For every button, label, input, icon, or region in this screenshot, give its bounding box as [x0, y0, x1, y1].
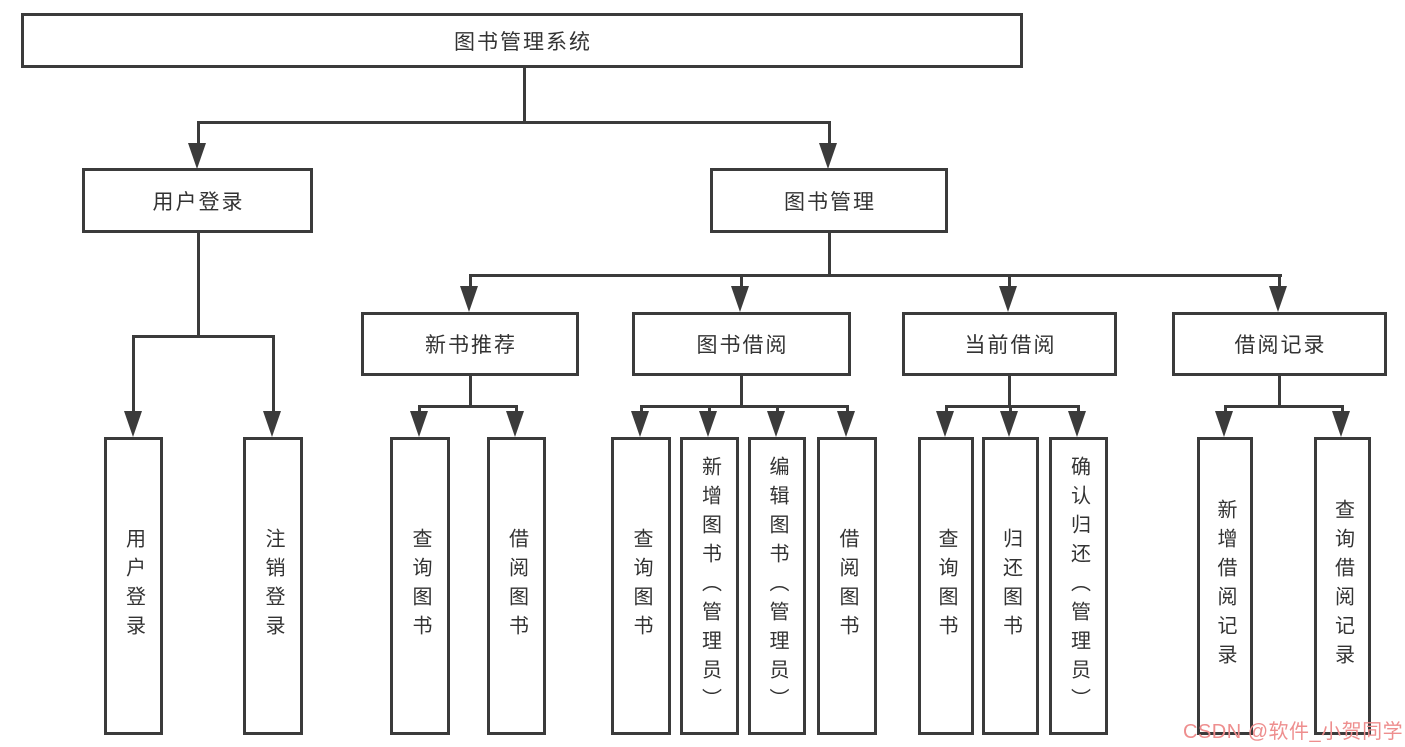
edge — [828, 233, 831, 277]
edge — [469, 274, 472, 288]
node-book-borrow-label: 图书借阅 — [696, 334, 789, 357]
node-user-login-label: 用户登录 — [152, 190, 245, 214]
leaf-query-borrow-record-label: 查询借阅记录 — [1331, 499, 1354, 673]
arrowhead-down-icon — [731, 286, 749, 312]
leaf-confirm-return-admin-label: 确认归还（管理员） — [1067, 455, 1090, 717]
arrowhead-down-icon — [699, 411, 717, 437]
leaf-query-books-current-label: 查询图书 — [935, 528, 957, 644]
leaf-confirm-return-admin: 确认归还（管理员） — [1049, 437, 1108, 735]
edge — [776, 405, 779, 413]
node-user-login: 用户登录 — [82, 168, 313, 233]
arrowhead-down-icon — [819, 143, 837, 169]
node-borrow-records: 借阅记录 — [1172, 312, 1387, 376]
node-root: 图书管理系统 — [21, 13, 1023, 68]
edge — [1224, 405, 1227, 413]
leaf-query-books-borrow: 查询图书 — [611, 437, 671, 735]
edge — [1278, 274, 1281, 288]
arrowhead-down-icon — [506, 411, 524, 437]
node-new-book-recommend-label: 新书推荐 — [425, 334, 517, 357]
arrowhead-down-icon — [410, 411, 428, 437]
arrowhead-down-icon — [460, 286, 478, 312]
edge — [1278, 376, 1281, 408]
edge — [846, 405, 849, 413]
edge — [272, 335, 275, 415]
edge — [1008, 274, 1011, 288]
leaf-query-borrow-record: 查询借阅记录 — [1314, 437, 1371, 735]
node-root-label: 图书管理系统 — [454, 30, 592, 54]
arrowhead-down-icon — [631, 411, 649, 437]
leaf-query-books-recommend-label: 查询图书 — [409, 528, 431, 644]
edge — [945, 405, 948, 413]
arrowhead-down-icon — [936, 411, 954, 437]
arrowhead-down-icon — [999, 286, 1017, 312]
edge — [418, 405, 518, 408]
arrowhead-down-icon — [837, 411, 855, 437]
edge — [418, 405, 421, 413]
leaf-edit-books-admin: 编辑图书（管理员） — [748, 437, 806, 735]
arrowhead-down-icon — [263, 411, 281, 437]
arrowhead-down-icon — [1332, 411, 1350, 437]
edge — [1224, 405, 1343, 408]
leaf-query-books-recommend: 查询图书 — [390, 437, 450, 735]
node-new-book-recommend: 新书推荐 — [361, 312, 579, 376]
edge — [197, 121, 200, 145]
leaf-return-books: 归还图书 — [982, 437, 1039, 735]
edge — [469, 274, 1282, 277]
edge — [708, 405, 711, 413]
arrowhead-down-icon — [1000, 411, 1018, 437]
node-book-management: 图书管理 — [710, 168, 948, 233]
edge — [1341, 405, 1344, 413]
leaf-add-books-admin: 新增图书（管理员） — [680, 437, 739, 735]
edge — [132, 335, 135, 415]
edge — [469, 376, 472, 408]
edge — [515, 405, 518, 413]
node-borrow-records-label: 借阅记录 — [1234, 334, 1327, 357]
edge — [197, 233, 200, 338]
edge — [132, 335, 275, 338]
edge — [197, 121, 831, 124]
leaf-borrow-books-label: 借阅图书 — [836, 528, 858, 644]
leaf-borrow-books-recommend: 借阅图书 — [487, 437, 546, 735]
leaf-add-borrow-record-label: 新增借阅记录 — [1214, 499, 1236, 673]
edge — [945, 405, 1080, 408]
leaf-borrow-books-recommend-label: 借阅图书 — [505, 528, 528, 644]
arrowhead-down-icon — [1068, 411, 1086, 437]
edge — [640, 405, 849, 408]
arrowhead-down-icon — [188, 143, 206, 169]
watermark: CSDN @软件_小贺同学 — [1183, 721, 1404, 743]
leaf-user-login-label: 用户登录 — [122, 528, 145, 644]
node-current-borrow: 当前借阅 — [902, 312, 1117, 376]
edge — [828, 121, 831, 145]
leaf-return-books-label: 归还图书 — [999, 528, 1022, 644]
edge — [740, 376, 743, 408]
leaf-user-login: 用户登录 — [104, 437, 163, 735]
leaf-query-books-current: 查询图书 — [918, 437, 974, 735]
arrowhead-down-icon — [1215, 411, 1233, 437]
node-book-management-label: 图书管理 — [784, 190, 876, 214]
arrowhead-down-icon — [124, 411, 142, 437]
node-book-borrow: 图书借阅 — [632, 312, 851, 376]
edge — [1077, 405, 1080, 413]
leaf-edit-books-admin-label: 编辑图书（管理员） — [766, 455, 788, 717]
leaf-add-borrow-record: 新增借阅记录 — [1197, 437, 1253, 735]
leaf-add-books-admin-label: 新增图书（管理员） — [698, 455, 721, 717]
edge — [1009, 405, 1012, 413]
leaf-logout-label: 注销登录 — [262, 528, 284, 644]
arrowhead-down-icon — [767, 411, 785, 437]
leaf-logout: 注销登录 — [243, 437, 303, 735]
arrowhead-down-icon — [1269, 286, 1287, 312]
edge — [523, 68, 526, 124]
edge — [740, 274, 743, 288]
edge — [640, 405, 643, 413]
node-current-borrow-label: 当前借阅 — [964, 334, 1057, 357]
leaf-borrow-books: 借阅图书 — [817, 437, 877, 735]
leaf-query-books-borrow-label: 查询图书 — [630, 528, 652, 644]
edge — [1008, 376, 1011, 408]
